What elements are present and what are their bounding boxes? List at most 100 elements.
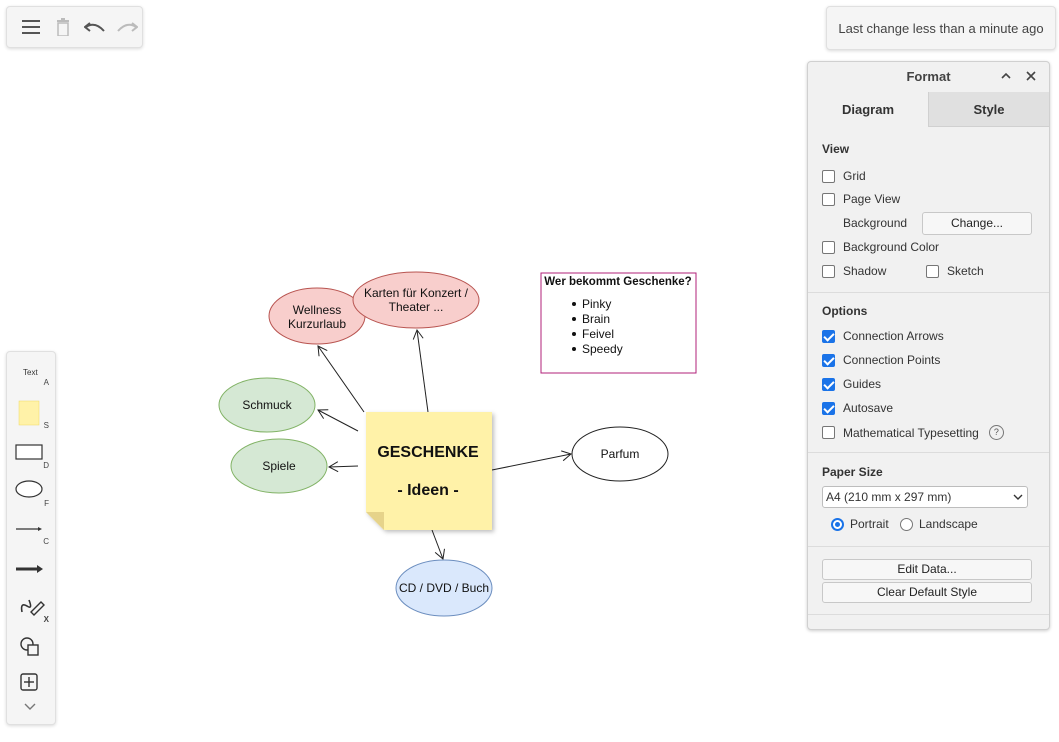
divider xyxy=(808,546,1049,547)
edge-center-spiele[interactable] xyxy=(327,461,359,473)
grid-checkbox-box[interactable] xyxy=(822,169,835,183)
node-center-title: GESCHENKE xyxy=(377,444,479,461)
connection-points-checkbox-box[interactable] xyxy=(822,353,835,367)
node-parfum[interactable]: Parfum xyxy=(571,426,669,482)
help-icon[interactable]: ? xyxy=(988,425,1004,440)
guides-checkbox-box[interactable] xyxy=(822,377,835,391)
menu-icon[interactable] xyxy=(19,15,43,39)
math-typesetting-checkbox-box[interactable] xyxy=(822,426,835,439)
edge-center-parfum[interactable] xyxy=(491,450,573,471)
math-typesetting-label: Mathematical Typesetting xyxy=(843,425,979,440)
change-background-button[interactable]: Change... xyxy=(922,212,1032,235)
paper-size-section-title: Paper Size xyxy=(822,465,883,479)
portrait-label: Portrait xyxy=(850,517,889,531)
connection-arrows-label: Connection Arrows xyxy=(843,329,944,343)
edge-center-cd[interactable] xyxy=(431,529,445,560)
node-schmuck[interactable]: Schmuck xyxy=(218,377,316,433)
landscape-radio[interactable]: Landscape xyxy=(900,517,978,531)
paper-size-select[interactable]: A4 (210 mm x 297 mm) xyxy=(822,486,1028,508)
clear-default-style-button[interactable]: Clear Default Style xyxy=(822,582,1032,603)
expand-toolbar[interactable] xyxy=(7,696,55,718)
freehand-tool[interactable]: X xyxy=(7,592,55,626)
close-icon[interactable] xyxy=(1023,68,1039,84)
tab-style[interactable]: Style xyxy=(928,92,1049,127)
insert-tool[interactable] xyxy=(7,666,55,700)
recipients-note[interactable]: Wer bekommt Geschenke? PinkyBrainFeivelS… xyxy=(540,272,697,374)
shadow-label: Shadow xyxy=(843,264,887,278)
line-icon xyxy=(16,527,42,531)
background-color-label: Background Color xyxy=(843,240,940,254)
shadow-checkbox[interactable]: Shadow xyxy=(822,264,886,278)
list-bullet xyxy=(572,347,576,351)
node-wellness-line1: Wellness xyxy=(293,303,341,317)
plus-box-icon xyxy=(20,673,38,691)
last-change-status[interactable]: Last change less than a minute ago xyxy=(826,6,1056,50)
ellipse-tool[interactable]: F xyxy=(7,476,55,510)
node-karten-line2: Theater ... xyxy=(389,300,444,314)
node-center-sticky[interactable]: GESCHENKE - Ideen - xyxy=(366,412,492,530)
text-tool-key: A xyxy=(43,378,49,387)
background-color-checkbox[interactable]: Background Color xyxy=(822,240,939,254)
connection-points-checkbox[interactable]: Connection Points xyxy=(822,353,940,367)
edit-data-button[interactable]: Edit Data... xyxy=(822,559,1032,580)
portrait-radio[interactable]: Portrait xyxy=(831,517,889,531)
node-schmuck-label: Schmuck xyxy=(242,398,292,412)
sticky-note-icon xyxy=(18,400,40,426)
node-spiele[interactable]: Spiele xyxy=(230,438,328,494)
math-typesetting-checkbox[interactable]: Mathematical Typesetting ? xyxy=(822,425,1004,440)
sketch-label: Sketch xyxy=(947,264,984,278)
sketch-checkbox[interactable]: Sketch xyxy=(926,264,984,278)
edge-center-karten[interactable] xyxy=(412,328,429,413)
format-panel-title: Format xyxy=(906,69,951,84)
edge-center-wellness[interactable] xyxy=(317,345,365,413)
arrow-icon xyxy=(16,565,43,573)
divider xyxy=(808,452,1049,453)
tab-diagram[interactable]: Diagram xyxy=(808,92,928,127)
connection-arrows-checkbox[interactable]: Connection Arrows xyxy=(822,329,944,343)
undo-icon[interactable] xyxy=(83,15,107,39)
page-view-label: Page View xyxy=(843,192,901,206)
page-view-checkbox-box[interactable] xyxy=(822,192,835,206)
rectangle-tool[interactable]: D xyxy=(7,438,55,472)
line-tool[interactable]: C xyxy=(7,514,55,548)
divider xyxy=(808,614,1049,615)
autosave-checkbox-box[interactable] xyxy=(822,401,835,415)
sketch-checkbox-box[interactable] xyxy=(926,264,939,278)
arrow-tool[interactable] xyxy=(7,552,55,586)
guides-checkbox[interactable]: Guides xyxy=(822,377,881,391)
delete-icon[interactable] xyxy=(51,15,75,39)
edges xyxy=(317,328,573,560)
redo-icon[interactable] xyxy=(115,15,139,39)
edge-center-schmuck[interactable] xyxy=(317,409,359,432)
diagram-canvas[interactable]: Wellness Kurzurlaub Karten für Konzert /… xyxy=(0,0,800,742)
shapes-icon xyxy=(20,637,39,656)
page-view-checkbox[interactable]: Page View xyxy=(822,192,900,206)
collapse-icon[interactable] xyxy=(998,68,1014,84)
portrait-radio-dot[interactable] xyxy=(831,517,844,531)
autosave-checkbox[interactable]: Autosave xyxy=(822,401,893,415)
list-bullet xyxy=(572,332,576,336)
list-item: Pinky xyxy=(582,297,611,311)
paper-size-value: A4 (210 mm x 297 mm) xyxy=(826,490,952,504)
ellipse-icon xyxy=(15,480,43,498)
connection-arrows-checkbox-box[interactable] xyxy=(822,329,835,343)
node-karten[interactable]: Karten für Konzert / Theater ... xyxy=(352,271,480,329)
node-cd[interactable]: CD / DVD / Buch xyxy=(395,559,493,617)
format-tabs: Diagram Style xyxy=(808,92,1049,127)
background-color-checkbox-box[interactable] xyxy=(822,240,835,254)
list-item: Brain xyxy=(582,312,610,326)
shadow-checkbox-box[interactable] xyxy=(822,264,835,278)
shapes-tool[interactable] xyxy=(7,632,55,666)
landscape-label: Landscape xyxy=(919,517,978,531)
list-item: Feivel xyxy=(582,327,614,341)
view-section-title: View xyxy=(822,142,850,156)
sticky-note-tool[interactable]: S xyxy=(7,398,55,432)
guides-label: Guides xyxy=(843,377,882,391)
text-tool[interactable]: Text A xyxy=(7,364,55,398)
landscape-radio-dot[interactable] xyxy=(900,517,913,531)
node-wellness[interactable]: Wellness Kurzurlaub xyxy=(268,287,366,345)
options-section-title: Options xyxy=(822,304,868,318)
connection-points-label: Connection Points xyxy=(843,353,941,367)
grid-checkbox[interactable]: Grid xyxy=(822,169,866,183)
